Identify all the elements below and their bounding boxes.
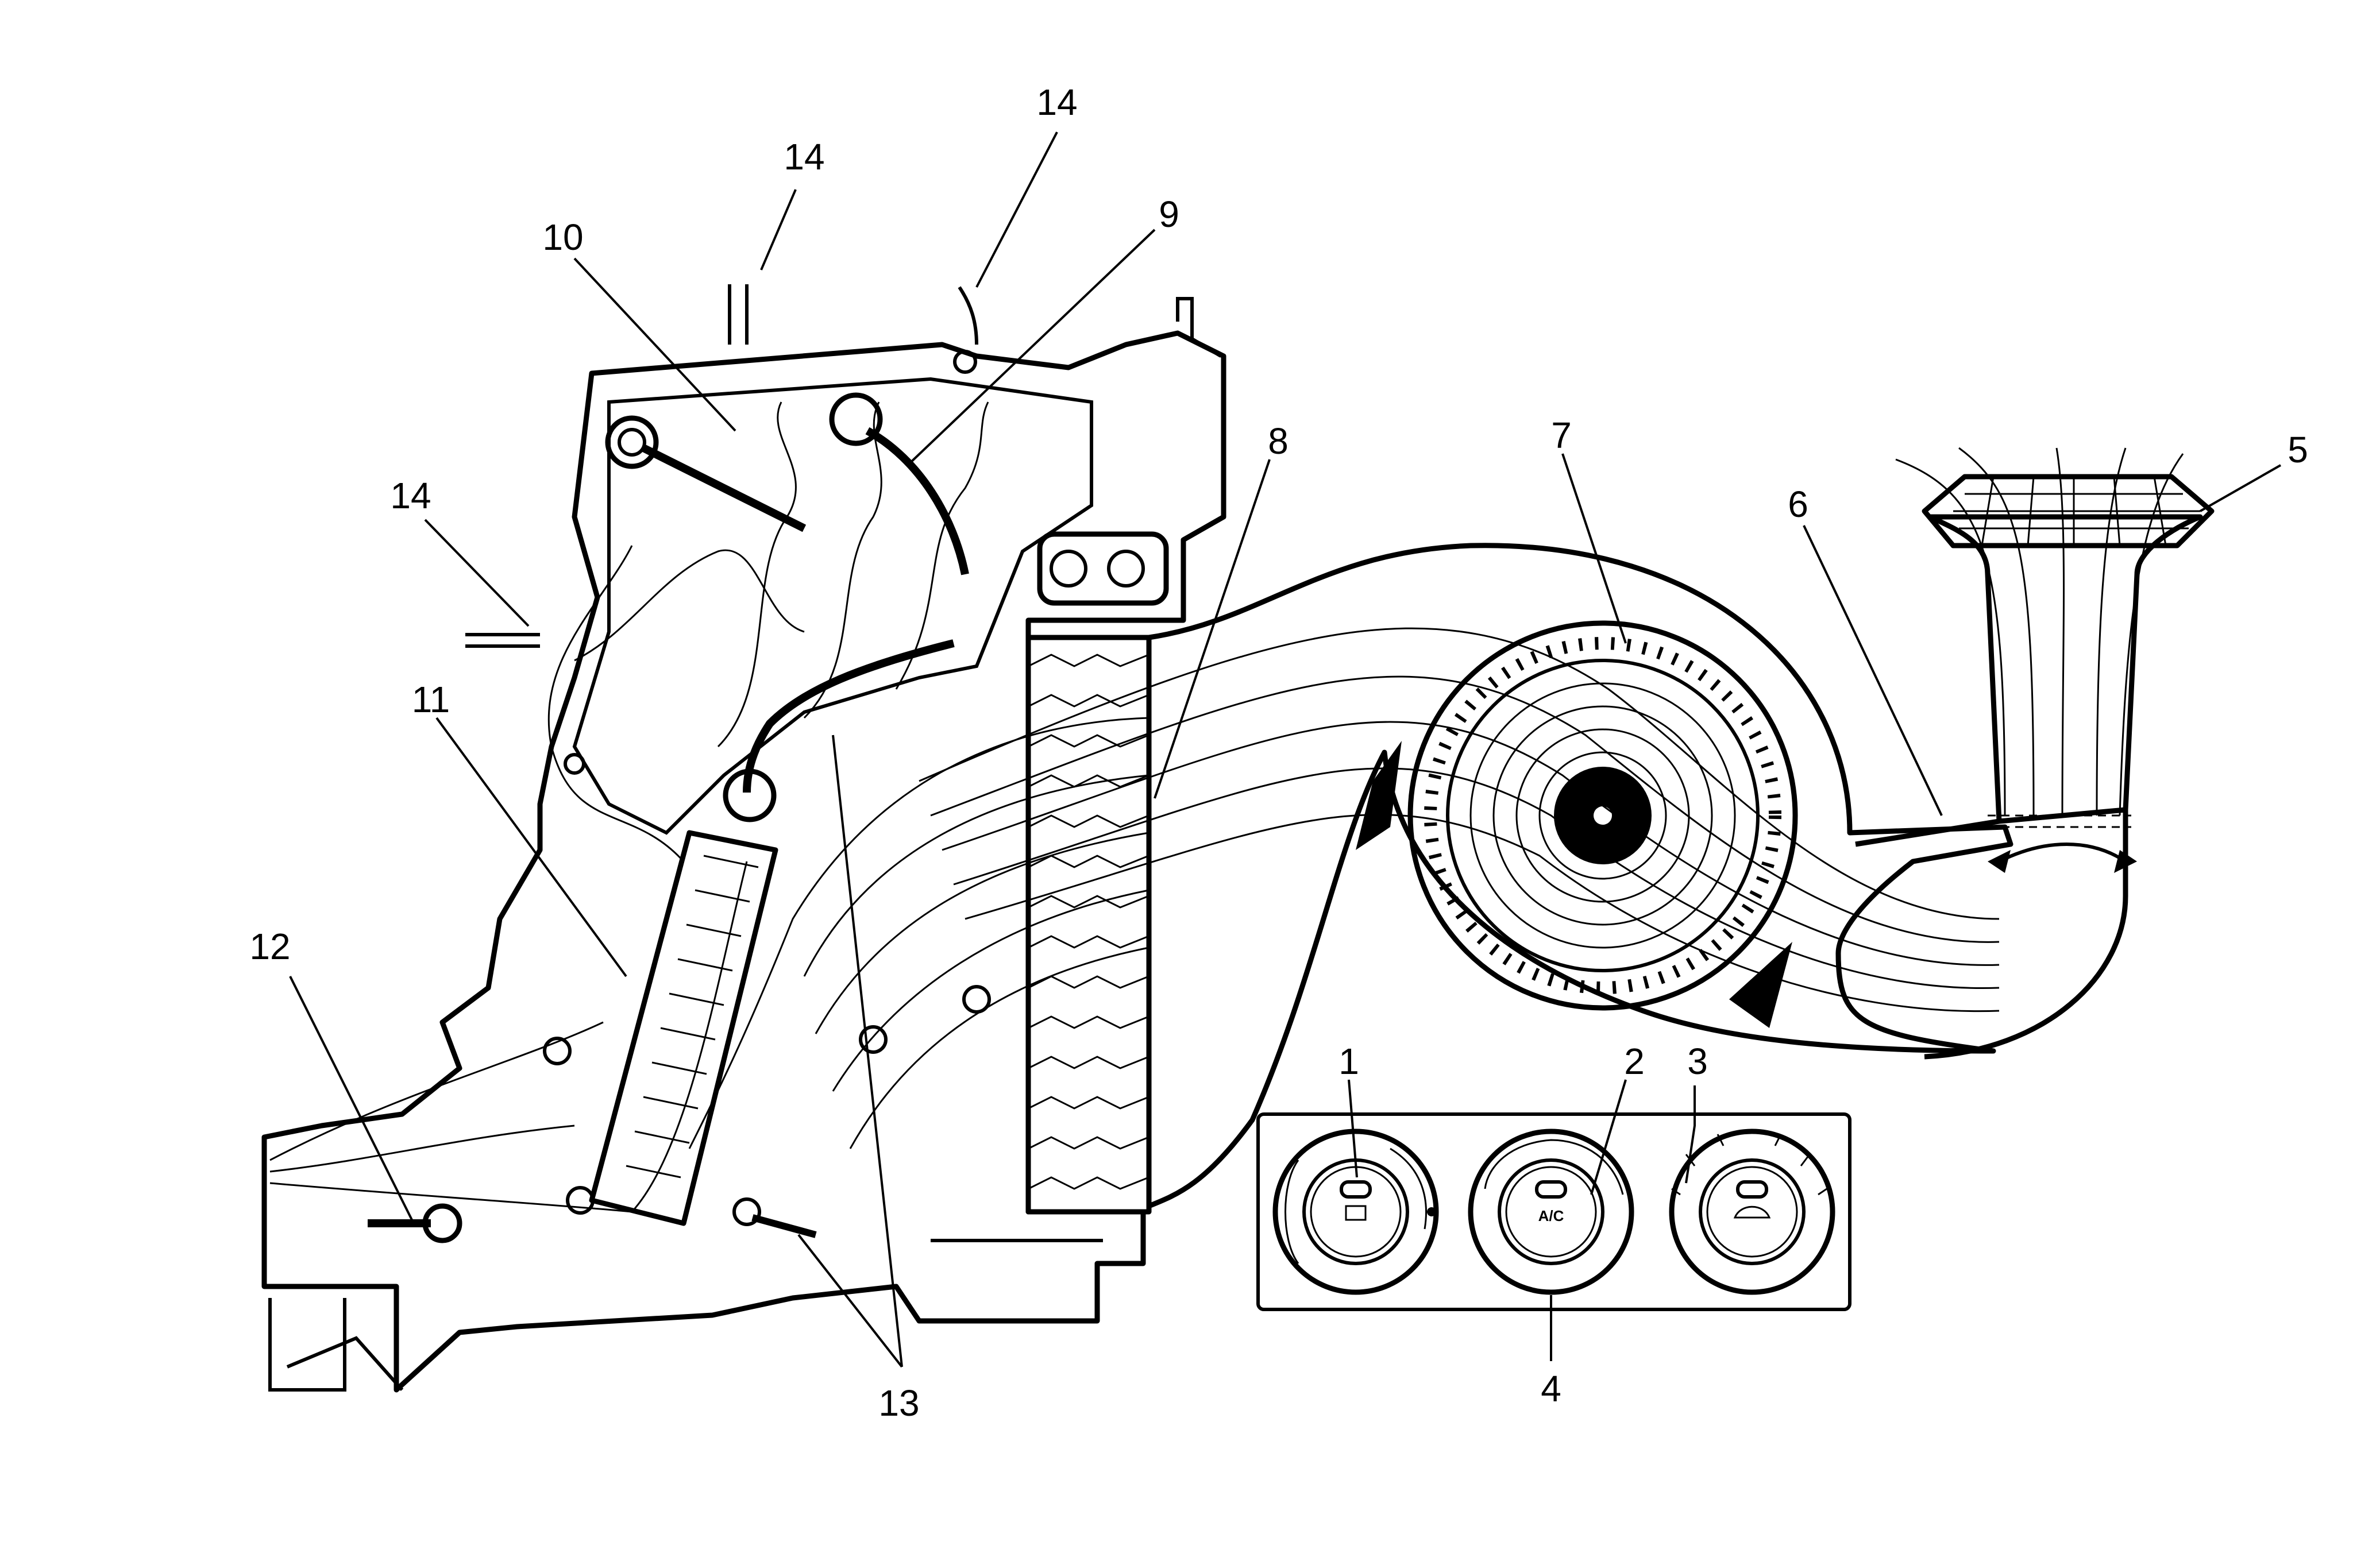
doors [368,427,969,1238]
control-knob-1 [1272,1129,1439,1295]
callout-9: 9 [1159,194,1179,235]
callout-8: 8 [1268,420,1289,462]
callout-13: 13 [878,1382,919,1424]
callout-14-upper-right: 14 [1036,82,1077,123]
evaporator-core [1025,635,1152,1215]
callout-6: 6 [1788,484,1808,525]
control-knob-2: A/C [1468,1129,1634,1295]
callout-10: 10 [542,217,583,258]
leader-lines [289,132,2281,1368]
air-inlet-duct [1855,447,2215,1060]
callout-4: 4 [1541,1368,1561,1409]
control-knob-3 [1669,1129,1835,1295]
callout-3: 3 [1687,1041,1708,1082]
control-panel: A/C [1256,1112,1851,1311]
airflow-lines [269,284,2000,1213]
callout-14-top: 14 [784,136,824,177]
callout-5: 5 [2288,429,2308,470]
ac-button-label: A/C [1538,1207,1564,1224]
callout-14-left: 14 [390,475,431,516]
callout-2: 2 [1624,1041,1645,1082]
blower-housing [1148,543,2013,1209]
callout-7: 7 [1551,415,1572,456]
callout-1: 1 [1338,1041,1359,1082]
hvac-module-housing [261,297,1226,1393]
callout-11: 11 [412,679,450,720]
heater-core [589,830,778,1226]
callouts: 1 2 3 4 5 6 7 8 9 10 11 12 13 14 14 14 [249,82,2308,1424]
callout-12: 12 [249,926,290,967]
